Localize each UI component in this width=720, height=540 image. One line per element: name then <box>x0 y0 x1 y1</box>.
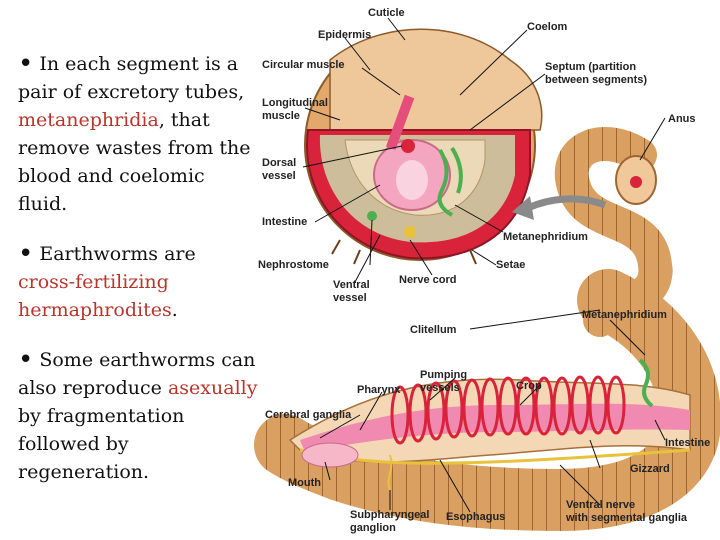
label-intestine-top: Intestine <box>262 216 307 228</box>
label-longitudinal-line1: Longitudinal <box>262 97 328 109</box>
label-ventral-nerve-line2: with segmental ganglia <box>565 512 688 524</box>
bullet-text: Some earthworms can also reproduce <box>18 349 256 399</box>
label-ventral-nerve-line1: Ventral nerve <box>566 499 635 511</box>
label-ventral-line2: vessel <box>333 292 367 304</box>
label-clitellum: Clitellum <box>410 324 457 336</box>
label-nephrostome: Nephrostome <box>258 259 329 271</box>
label-anus: Anus <box>668 113 696 125</box>
label-cuticle: Cuticle <box>368 7 405 19</box>
arrow-head <box>512 196 534 220</box>
bullet-text: In each segment is a pair of excretory t… <box>18 53 245 103</box>
bullet-term: asexually <box>167 377 258 399</box>
magnify-arrow <box>526 195 607 212</box>
label-gizzard: Gizzard <box>630 463 670 475</box>
label-coelom: Coelom <box>527 21 568 33</box>
bullet-dot: • <box>18 49 34 79</box>
label-epidermis: Epidermis <box>318 29 371 41</box>
label-circular-muscle: Circular muscle <box>262 59 345 71</box>
label-septum-line1: Septum (partition <box>545 61 636 73</box>
label-dorsal-line2: vessel <box>262 170 296 182</box>
label-subpharyngeal-line2: ganglion <box>350 522 396 534</box>
label-intestine-bottom: Intestine <box>665 437 710 449</box>
bullet-term: cross-fertilizing hermaphrodites <box>18 271 172 321</box>
label-metanephridium-top: Metanephridium <box>503 231 588 243</box>
label-pumping-line2: vessels <box>420 382 460 394</box>
label-pharynx: Pharynx <box>357 384 401 396</box>
label-setae: Setae <box>496 259 525 271</box>
label-mouth: Mouth <box>288 477 321 489</box>
label-longitudinal-line2: muscle <box>262 110 300 122</box>
bullet-hermaphrodites: •Earthworms are cross-fertilizing hermap… <box>18 240 258 324</box>
label-subpharyngeal-line1: Subpharyngeal <box>350 509 429 521</box>
label-dorsal-line1: Dorsal <box>262 157 296 169</box>
label-metanephridium-right: Metanephridium <box>582 309 667 321</box>
bullet-text: . <box>171 299 178 321</box>
cross-section-illustration <box>304 28 543 265</box>
label-esophagus: Esophagus <box>446 511 505 523</box>
bullet-text: by fragmentation followed by regeneratio… <box>18 405 185 483</box>
label-pumping-line1: Pumping <box>420 369 467 381</box>
bullet-text: , that remove wastes from the blood and … <box>18 109 251 215</box>
label-cerebral-ganglia: Cerebral ganglia <box>265 409 352 421</box>
leader-lines <box>302 17 666 513</box>
label-nerve-cord: Nerve cord <box>399 274 456 286</box>
bullet-dot: • <box>18 345 34 375</box>
bullet-excretory: •In each segment is a pair of excretory … <box>18 50 258 218</box>
worm-body-illustration <box>254 127 720 532</box>
bullet-asexual: •Some earthworms can also reproduce asex… <box>18 346 258 486</box>
bullet-term: metanephridia <box>18 109 159 131</box>
bullet-text: Earthworms are <box>39 243 196 265</box>
bullet-dot: • <box>18 239 34 269</box>
label-septum-line2: between segments) <box>545 74 647 86</box>
label-ventral-line1: Ventral <box>333 279 370 291</box>
label-crop: Crop <box>516 380 542 392</box>
bullet-list: •In each segment is a pair of excretory … <box>18 50 258 508</box>
